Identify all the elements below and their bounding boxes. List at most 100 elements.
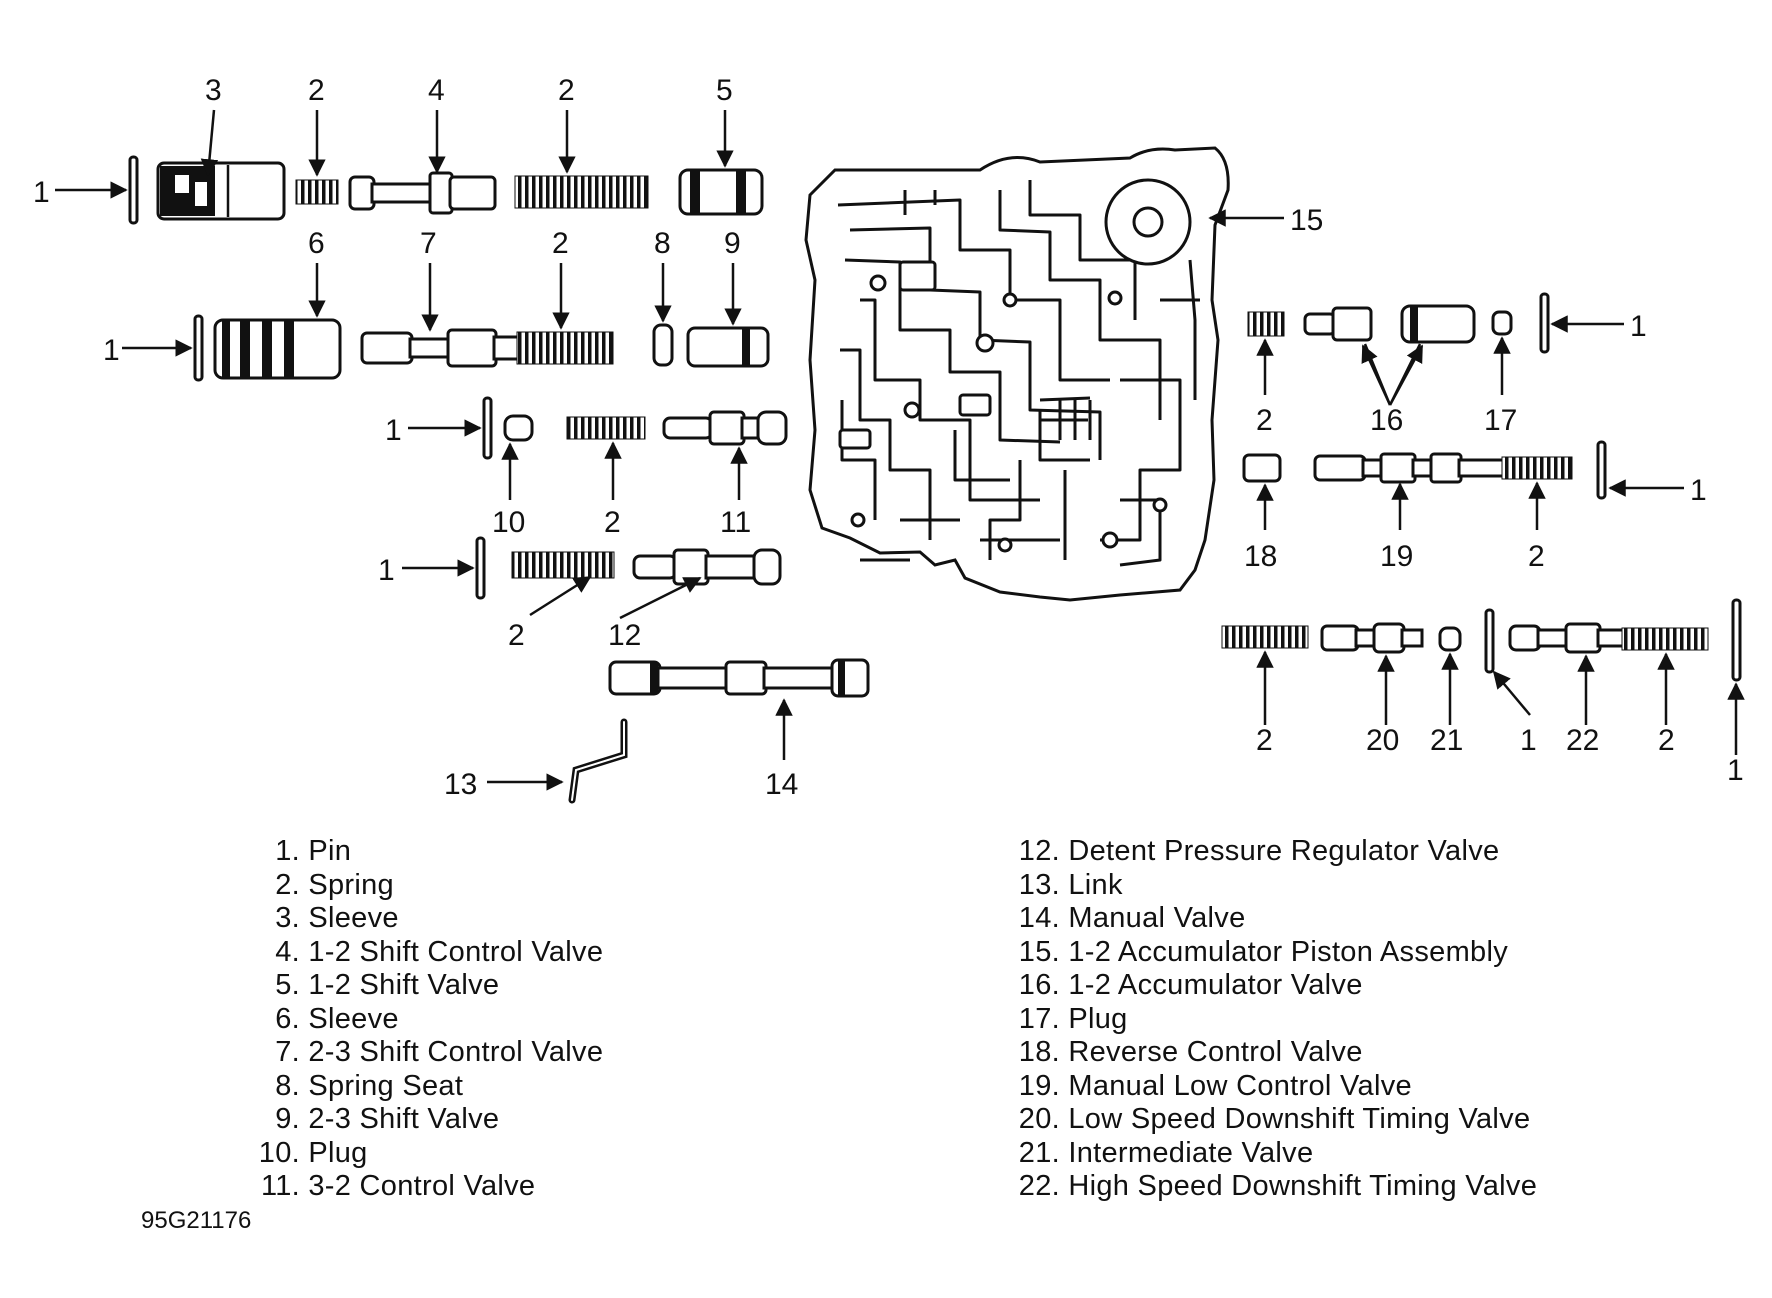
- callout-1: 1: [103, 334, 120, 367]
- callout-2: 2: [604, 506, 621, 539]
- 3-2-control-valve-part: [662, 410, 788, 446]
- row1-parts: [55, 109, 764, 225]
- callout-1: 1: [1727, 754, 1744, 787]
- legend-number: 1.: [275, 835, 300, 867]
- 2-3-shift-valve-part: [686, 326, 770, 368]
- legend-text: 3-2 Control Valve: [308, 1170, 536, 1202]
- legend-number: 22.: [1018, 1170, 1060, 1202]
- legend-number: 3.: [275, 902, 300, 934]
- legend-item: 17. Plug: [1000, 1003, 1537, 1037]
- spring-part: [514, 175, 649, 209]
- legend-text: Pin: [308, 835, 352, 867]
- legend-text: 2-3 Shift Control Valve: [308, 1036, 604, 1068]
- callout-1: 1: [385, 414, 402, 447]
- legend-text: Spring: [308, 868, 394, 901]
- pin-part: [482, 396, 493, 460]
- pin-part: [1596, 440, 1607, 500]
- callout-1: 1: [378, 554, 395, 587]
- pin-part: [1484, 608, 1495, 674]
- callout-1: 1: [33, 176, 50, 209]
- legend-number: 19.: [1018, 1069, 1060, 1102]
- callout-21: 21: [1430, 724, 1463, 757]
- legend-text: Spring Seat: [308, 1069, 464, 1102]
- pin-part: [475, 536, 486, 600]
- legend-text: 1-2 Accumulator Piston Assembly: [1068, 935, 1509, 968]
- accumulator-piston-part: [1104, 178, 1192, 266]
- detent-pressure-regulator-valve-part: [632, 548, 782, 586]
- low-speed-downshift-timing-valve-part: [1320, 622, 1424, 654]
- callout-20: 20: [1366, 724, 1399, 757]
- legend-number: 4.: [275, 935, 300, 968]
- callout-2: 2: [1256, 724, 1273, 757]
- callout-2: 2: [308, 74, 325, 107]
- legend-number: 9.: [275, 1103, 300, 1135]
- legend-text: Detent Pressure Regulator Valve: [1068, 835, 1500, 867]
- legend-text: 2-3 Shift Valve: [308, 1103, 500, 1135]
- legend-item: 2. Spring: [240, 869, 603, 903]
- callout-14: 14: [765, 768, 798, 801]
- callout-2: 2: [1658, 724, 1675, 757]
- callout-5: 5: [716, 74, 733, 107]
- spring-part: [511, 551, 615, 579]
- 1-2-accumulator-valve-part: [1303, 304, 1476, 344]
- legend-number: 16.: [1018, 969, 1060, 1001]
- pin-part: [193, 314, 204, 382]
- plug-part: [1491, 310, 1513, 336]
- manual-low-control-valve-part: [1313, 452, 1506, 484]
- legend-item: 13. Link: [1000, 869, 1537, 903]
- row2-parts: [122, 263, 770, 382]
- legend-item: 20. Low Speed Downshift Timing Valve: [1000, 1103, 1537, 1137]
- callout-2: 2: [558, 74, 575, 107]
- legend-item: 14. Manual Valve: [1000, 902, 1537, 936]
- legend-item: 11. 3-2 Control Valve: [240, 1170, 603, 1204]
- valve-body-casting: [804, 146, 1230, 602]
- legend-number: 14.: [1018, 902, 1060, 934]
- callout-22: 22: [1566, 724, 1599, 757]
- row3-parts: [408, 396, 788, 500]
- legend-item: 3. Sleeve: [240, 902, 603, 936]
- legend-text: Manual Valve: [1068, 902, 1246, 934]
- 1-2-shift-control-valve-part: [348, 171, 497, 215]
- legend-text: Sleeve: [308, 902, 399, 934]
- spring-seat-part: [652, 323, 674, 367]
- legend-text: 1-2 Accumulator Valve: [1068, 969, 1363, 1001]
- legend-item: 6. Sleeve: [240, 1003, 603, 1037]
- legend-number: 13.: [1018, 868, 1060, 901]
- legend-text: Sleeve: [308, 1002, 399, 1035]
- legend-item: 12. Detent Pressure Regulator Valve: [1000, 835, 1537, 869]
- reverse-control-valve-part: [1242, 453, 1282, 483]
- legend-text: Low Speed Downshift Timing Valve: [1068, 1103, 1531, 1135]
- legend-number: 18.: [1018, 1036, 1060, 1068]
- right-row-b-parts: [1242, 440, 1684, 530]
- callout-2: 2: [508, 619, 525, 652]
- legend-number: 5.: [275, 969, 300, 1001]
- legend-number: 6.: [275, 1002, 300, 1035]
- legend-item: 15. 1-2 Accumulator Piston Assembly: [1000, 936, 1537, 970]
- spring-part: [1221, 625, 1309, 649]
- spring-part: [566, 416, 646, 440]
- legend-item: 18. Reverse Control Valve: [1000, 1036, 1537, 1070]
- high-speed-downshift-timing-valve-part: [1508, 622, 1630, 654]
- legend-item: 10. Plug: [240, 1137, 603, 1171]
- callout-15: 15: [1290, 204, 1323, 237]
- callout-9: 9: [724, 227, 741, 260]
- right-row-c-parts: [1221, 598, 1745, 755]
- sleeve-part: [156, 161, 286, 221]
- manual-valve-part: [608, 658, 870, 698]
- callout-16: 16: [1370, 404, 1403, 437]
- legend-text: Plug: [1068, 1002, 1128, 1035]
- spring-part: [1501, 456, 1573, 480]
- legend-item: 16. 1-2 Accumulator Valve: [1000, 969, 1537, 1003]
- legend-number: 21.: [1018, 1136, 1060, 1169]
- legend-number: 8.: [275, 1069, 300, 1102]
- callout-8: 8: [654, 227, 671, 260]
- spring-part: [295, 179, 339, 205]
- legend-text: 1-2 Shift Valve: [308, 969, 500, 1001]
- callout-1: 1: [1630, 310, 1647, 343]
- callout-13: 13: [444, 768, 477, 801]
- pin-part: [1539, 292, 1550, 354]
- legend-text: Reverse Control Valve: [1068, 1036, 1363, 1068]
- callout-18: 18: [1244, 540, 1277, 573]
- legend-number: 17.: [1018, 1002, 1060, 1035]
